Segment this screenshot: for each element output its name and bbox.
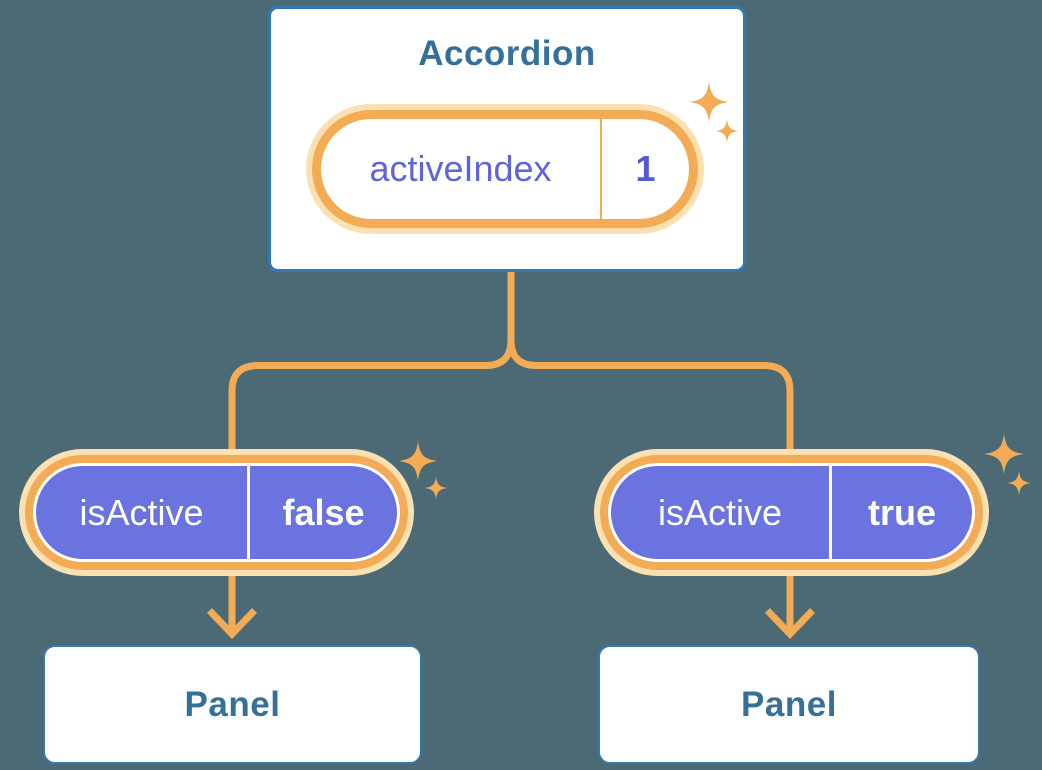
arrow-right-head bbox=[764, 608, 816, 640]
arrow-left-head bbox=[206, 608, 258, 640]
pill-divider bbox=[600, 119, 602, 219]
state-pill-isactive-true: isActive true bbox=[608, 463, 975, 562]
state-value-label: 1 bbox=[635, 148, 656, 189]
state-name-label: isActive bbox=[657, 491, 783, 533]
sparkle-icon bbox=[984, 434, 1031, 495]
panel-card-right: Panel bbox=[598, 645, 980, 764]
state-value-label: true bbox=[867, 491, 936, 533]
state-pill-isactive-false: isActive false bbox=[33, 463, 400, 562]
accordion-title: Accordion bbox=[418, 34, 596, 73]
sparkle-icon bbox=[398, 441, 448, 500]
pill-divider bbox=[247, 466, 250, 559]
state-pill-activeindex: activeIndex 1 bbox=[312, 110, 698, 228]
pill-divider bbox=[829, 466, 832, 559]
branch-left-line bbox=[228, 268, 515, 451]
state-value-label: false bbox=[282, 491, 365, 533]
state-name-label: activeIndex bbox=[369, 148, 552, 189]
panel-card-left: Panel bbox=[43, 645, 422, 764]
state-name-label: isActive bbox=[79, 491, 204, 533]
sparkle-icon bbox=[689, 82, 739, 143]
branch-right-line bbox=[507, 268, 794, 451]
